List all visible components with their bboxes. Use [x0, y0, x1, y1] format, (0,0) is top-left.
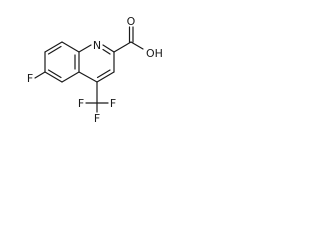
structure-svg: N O OH F F F F: [27, 15, 163, 125]
atom-label-cf3-fluorine-left: F: [78, 97, 84, 110]
double-bond-c3-c4: [96, 69, 111, 79]
atom-label-nitrogen: N: [93, 39, 101, 52]
bond-c5-c4a: [61, 71, 80, 83]
chemical-structure-diagram: N O OH F F F F: [0, 0, 206, 160]
double-bond-c6-c5: [47, 69, 62, 79]
atom-label-ring-fluorine: F: [27, 72, 33, 85]
double-bond-n1-c2: [102, 48, 111, 55]
atom-label-cf3-fluorine-bottom: F: [94, 112, 100, 125]
bond-c6-f: [34, 71, 46, 79]
atom-label-hydroxyl: OH: [146, 47, 163, 60]
bond-c-oh: [130, 41, 144, 50]
atom-label-carbonyl-oxygen: O: [127, 15, 136, 28]
benzo-ring: [44, 41, 80, 83]
bond-n1-c2: [102, 44, 115, 53]
carboxyl-group: [113, 26, 144, 53]
double-bond-c8-c7: [47, 45, 62, 55]
bond-c3-c4: [96, 71, 115, 83]
trifluoromethyl-group: [85, 81, 109, 113]
atom-label-cf3-fluorine-right: F: [110, 97, 116, 110]
bond-c2-cooh: [113, 41, 132, 53]
bond-c8a-c8: [61, 41, 80, 53]
bond-c4-c4a: [78, 71, 98, 83]
bond-c6-c5: [44, 71, 63, 83]
pyridine-ring: [78, 44, 115, 83]
bond-c8a-n1: [78, 44, 92, 53]
bond-c8-c7: [44, 41, 63, 53]
